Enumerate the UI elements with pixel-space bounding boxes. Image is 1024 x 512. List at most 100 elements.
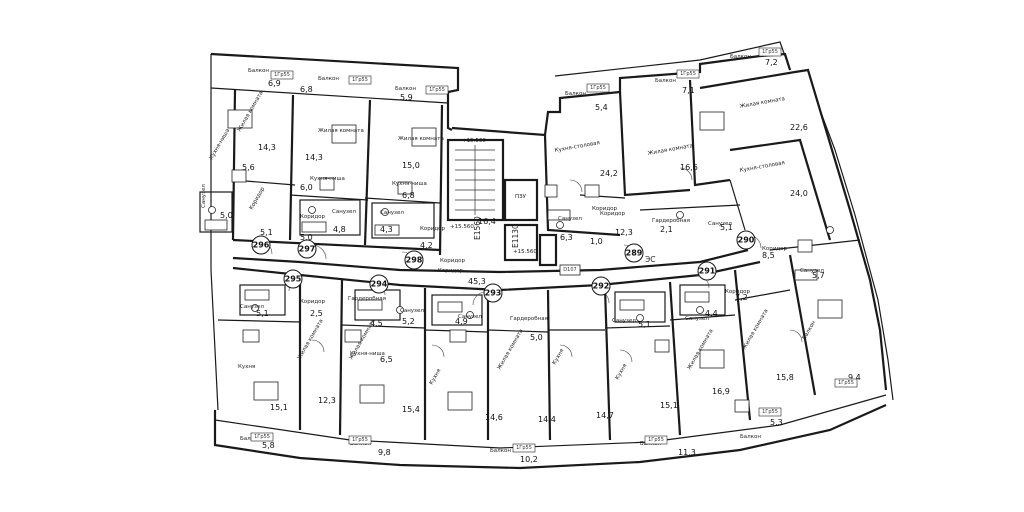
room-kitchen: Кухня 14,7 — [552, 348, 614, 420]
room-area: 9,4 — [848, 373, 861, 382]
room-area: 6,5 — [380, 355, 393, 364]
room-area: 6,0 — [300, 183, 313, 192]
apartment-number-text: 290 — [738, 236, 755, 245]
room-area: 24,2 — [600, 169, 618, 178]
room-area: 16,4 — [478, 217, 496, 226]
room-area: 5,0 — [530, 333, 543, 342]
room-area: 6,8 — [300, 85, 313, 94]
room-name: Жилая комната — [398, 136, 444, 142]
room-area: 5,6 — [242, 163, 255, 172]
room-area: 24,0 — [790, 189, 808, 198]
room-area: 9,8 — [378, 448, 391, 457]
balcony-tag-frame — [758, 407, 782, 417]
room-area: 2,1 — [660, 225, 673, 234]
room-name: Коридор — [725, 289, 751, 295]
room-area: 5,4 — [595, 103, 608, 112]
balcony-tag: 1Гр55 — [429, 87, 445, 93]
room-wardrobe: Гардеробная 5,0 — [510, 316, 548, 342]
apartment-number-text: 297 — [299, 245, 316, 254]
apartment-number-text: 294 — [371, 280, 388, 289]
room-name: Санузел — [612, 318, 636, 324]
room-name: Кухня-ниша — [310, 176, 345, 182]
balcony-tag: 1Гр55 — [274, 72, 290, 78]
apartment-number-text: 292 — [593, 282, 610, 291]
apartment-number: 292 — [591, 276, 611, 296]
room-name: Кухня — [552, 348, 566, 366]
room-area: 16,9 — [712, 387, 730, 396]
balcony-tag-frame — [586, 83, 610, 93]
room-area: 11,3 — [678, 448, 696, 457]
balcony-tag-frame — [676, 69, 700, 79]
room-name: Санузел — [685, 316, 709, 322]
apartment-marker — [283, 269, 303, 289]
room-name: Балкон — [248, 68, 269, 74]
lift-label-2: Е1130 — [511, 224, 520, 248]
room-area: 14,7 — [596, 411, 614, 420]
outer-walls — [210, 41, 894, 470]
room-name: Кухня-ниша — [350, 351, 385, 357]
room-name: Балкон — [730, 54, 751, 60]
core-annotations: Е1560 Е1130 ЭС ПЗУ +15.560 +15.560 +15.5… — [450, 138, 655, 276]
apartment-number: 289 — [624, 243, 644, 263]
room-balcony: Балкон 6,9 — [248, 68, 281, 88]
room-name: Балкон — [490, 448, 511, 454]
room-name: Жилая комната — [742, 308, 770, 351]
room-name: Гардеробная — [510, 316, 548, 322]
room-name: Балкон — [655, 78, 676, 84]
room-area: 4,8 — [333, 225, 346, 234]
room-area: 6,3 — [560, 233, 573, 242]
balcony-tag-frame — [425, 85, 449, 95]
room-area: 8,5 — [762, 251, 775, 260]
room-kitchen_niche: Кухня-ниша 5,6 — [209, 128, 255, 172]
apartment-number-text: 289 — [626, 249, 643, 258]
room-name: Санузел — [380, 210, 404, 216]
balcony-tag: 1Гр55 — [352, 77, 368, 83]
room-name: Санузел — [800, 268, 824, 274]
apartment-marker — [591, 276, 611, 296]
room-area: 5,9 — [400, 93, 413, 102]
room-name: Жилая комната — [739, 96, 785, 110]
level-mark-1: +15.560 — [462, 138, 486, 144]
apartment-marker — [297, 239, 317, 259]
room-area: 7,2 — [765, 58, 778, 67]
room-area: 15,1 — [270, 403, 288, 412]
apartment-marker — [369, 274, 389, 294]
room-area: 4,2 — [420, 241, 433, 250]
balcony-tag: 1Гр55 — [680, 71, 696, 77]
balcony-tag-frame — [512, 443, 536, 453]
mark-ec: ЭС — [645, 255, 655, 264]
apartment-marker — [624, 243, 644, 263]
room-name: Кухня-ниша — [209, 128, 232, 161]
balcony-tag-frame — [644, 435, 668, 445]
room-name: Гардеробная — [348, 296, 386, 302]
room-area: 6,9 — [268, 79, 281, 88]
room-name: Санузел — [708, 221, 732, 227]
apartment-marker — [483, 283, 503, 303]
room-area: 14,6 — [485, 413, 503, 422]
apartment-number: 294 — [369, 274, 389, 294]
room-area: 4,4 — [705, 309, 718, 318]
room-area: 14,3 — [258, 143, 276, 152]
apartment-marker — [697, 261, 717, 281]
apartment-number: 290 — [736, 230, 756, 250]
